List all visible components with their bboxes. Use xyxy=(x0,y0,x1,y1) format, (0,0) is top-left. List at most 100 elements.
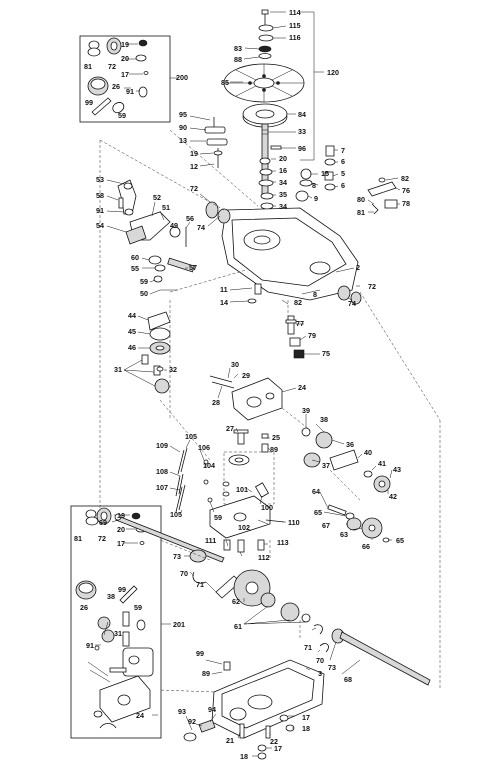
right-small-parts xyxy=(295,145,336,202)
callout: 44 xyxy=(128,311,136,320)
callout: 39 xyxy=(302,406,310,415)
left-washers xyxy=(189,549,241,599)
callout: 92 xyxy=(188,717,196,726)
callout: 51 xyxy=(162,203,170,212)
callout: 58 xyxy=(96,191,104,200)
callout: 88 xyxy=(234,55,242,64)
callout: 8 xyxy=(313,290,317,299)
callout: 6 xyxy=(341,157,345,166)
callout: 70 xyxy=(316,656,324,665)
callout: 36 xyxy=(346,440,354,449)
callout: 59 xyxy=(134,603,142,612)
callout: 43 xyxy=(393,465,401,474)
callout: 107 xyxy=(156,483,168,492)
callout: 93 xyxy=(178,707,186,716)
upper-housing xyxy=(205,201,362,305)
callout: 14 xyxy=(220,298,228,307)
callout: 76 xyxy=(402,186,410,195)
callout: 91 xyxy=(86,641,94,650)
callout: 19 xyxy=(190,149,198,158)
callout: 24 xyxy=(298,383,306,392)
callout: 112 xyxy=(258,553,270,562)
callout: 96 xyxy=(298,144,306,153)
callout: 18 xyxy=(240,752,248,761)
callout: 116 xyxy=(289,33,301,42)
callout: 59 xyxy=(140,277,148,286)
callout: 101 xyxy=(236,485,248,494)
callout: 72 xyxy=(108,62,116,71)
callout: 2 xyxy=(356,263,360,272)
callout: 35 xyxy=(279,190,287,199)
callout: 59 xyxy=(118,111,126,120)
callout: 72 xyxy=(368,282,376,291)
callout: 81 xyxy=(357,208,365,217)
callout: 111 xyxy=(205,536,216,545)
callout: 73 xyxy=(328,663,336,672)
valve-block-assembly xyxy=(209,451,285,539)
callout: 68 xyxy=(344,675,352,684)
callout: 53 xyxy=(96,175,104,184)
callout: 65 xyxy=(396,536,404,545)
callout: 89 xyxy=(270,445,278,454)
explosion-lines xyxy=(99,129,441,693)
callout: 83 xyxy=(234,44,242,53)
callout: 104 xyxy=(203,461,215,470)
callout: 17 xyxy=(121,70,129,79)
callout: 113 xyxy=(277,538,289,547)
inset-200-parts xyxy=(87,37,149,116)
callout: 17 xyxy=(302,713,310,722)
center-gear-stack xyxy=(141,311,171,394)
callout: 46 xyxy=(128,343,136,352)
callout: 78 xyxy=(402,199,410,208)
callout: 25 xyxy=(272,433,280,442)
callout: 9 xyxy=(314,194,318,203)
callout: 115 xyxy=(289,21,301,30)
callout: 82 xyxy=(401,174,409,183)
case-bolts xyxy=(223,539,265,553)
output-gear-set xyxy=(327,504,390,543)
callout: 82 xyxy=(294,298,302,307)
callout: 80 xyxy=(357,195,365,204)
differential-gears xyxy=(233,569,431,686)
callout: 73 xyxy=(173,552,181,561)
callout: 8 xyxy=(312,181,316,190)
callout: 27 xyxy=(226,424,234,433)
callout: 74 xyxy=(197,223,205,232)
callout: 120 xyxy=(327,68,339,77)
callout: 79 xyxy=(308,331,316,340)
callout: 28 xyxy=(212,398,220,407)
callout: 21 xyxy=(226,736,234,745)
callout: 81 xyxy=(74,534,82,543)
callout: 18 xyxy=(302,724,310,733)
callout: 109 xyxy=(156,441,168,450)
inset-200-leaders xyxy=(124,43,178,92)
callout: 42 xyxy=(389,492,397,501)
callout: 11 xyxy=(220,285,228,294)
callout: 110 xyxy=(288,518,300,527)
callout: 91 xyxy=(126,87,134,96)
callout: 91 xyxy=(96,206,104,215)
pulley xyxy=(242,103,288,128)
callout: 56 xyxy=(186,214,194,223)
callout: 63 xyxy=(340,530,348,539)
callout: 3 xyxy=(318,669,322,678)
callout: 19 xyxy=(117,511,125,520)
inset-201-parts xyxy=(75,507,154,729)
lower-housing xyxy=(211,659,325,739)
callout: 201 xyxy=(173,620,185,629)
callout: 71 xyxy=(304,643,312,652)
callout: 94 xyxy=(208,705,216,714)
callout: 66 xyxy=(362,542,370,551)
callout: 106 xyxy=(198,443,210,452)
callout: 55 xyxy=(131,264,139,273)
axle-pins xyxy=(175,447,213,513)
callout: 20 xyxy=(117,525,125,534)
callout: 16 xyxy=(279,166,287,175)
callout: 29 xyxy=(242,371,250,380)
inset-box-201 xyxy=(70,505,171,739)
callout: 72 xyxy=(190,184,198,193)
brake-lever-parts xyxy=(204,117,228,168)
callout: 99 xyxy=(118,585,126,594)
callout-labels: 114 115 116 83 88 120 85 84 33 96 95 90 … xyxy=(74,8,410,761)
